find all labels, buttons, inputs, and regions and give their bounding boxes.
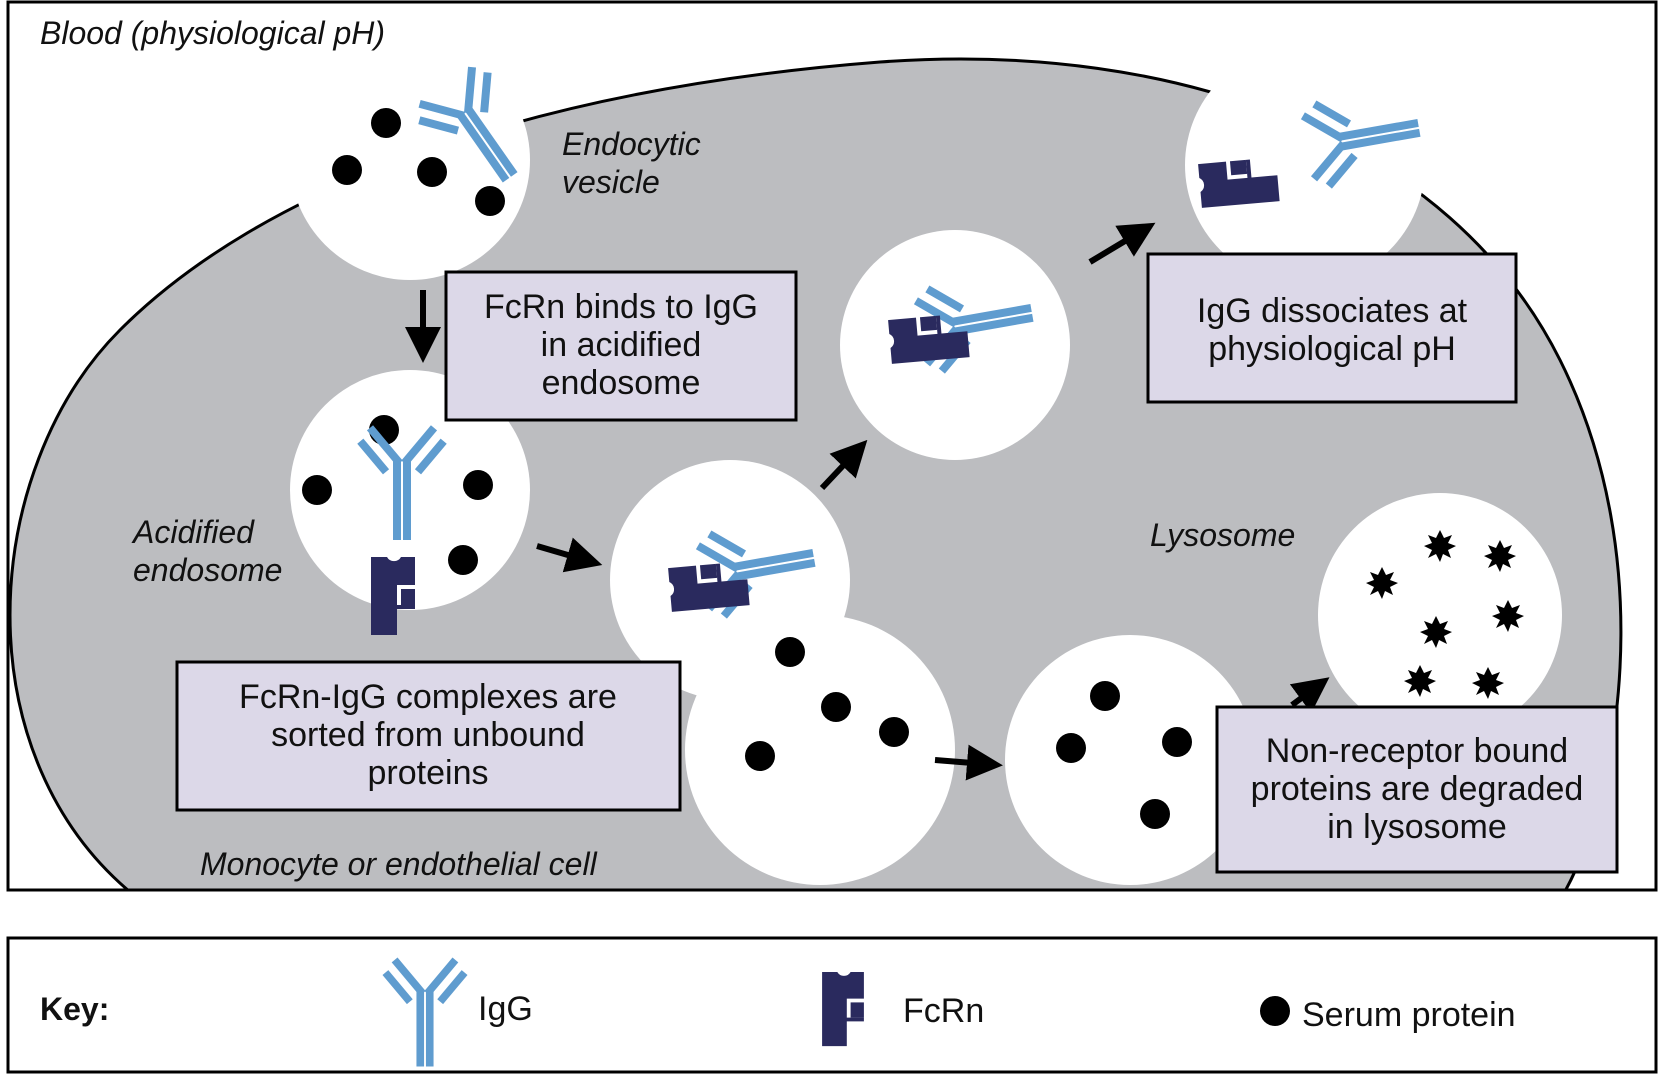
key-title: Key: bbox=[40, 991, 109, 1027]
arrows bbox=[405, 222, 1330, 781]
sorting-vesicle-unbound bbox=[685, 615, 955, 885]
svg-text:FcRn-IgG complexes are: FcRn-IgG complexes are bbox=[239, 678, 617, 716]
acidified-endosome-label-1: Acidified bbox=[131, 514, 255, 550]
svg-text:physiological pH: physiological pH bbox=[1208, 330, 1456, 368]
svg-text:in acidified: in acidified bbox=[541, 326, 702, 364]
transport-vesicle bbox=[1005, 635, 1255, 885]
svg-text:in lysosome: in lysosome bbox=[1327, 808, 1507, 846]
svg-text:endosome: endosome bbox=[542, 364, 701, 402]
degraded-proteins bbox=[1366, 530, 1524, 699]
key-legend: Key: IgG FcRn Serum protein bbox=[6, 936, 1658, 1074]
svg-text:FcRn binds to IgG: FcRn binds to IgG bbox=[484, 288, 758, 326]
step-box-degradation: Non-receptor bound proteins are degraded… bbox=[1215, 705, 1619, 874]
step-box-sorting: FcRn-IgG complexes are sorted from unbou… bbox=[175, 660, 682, 812]
diagram-frame bbox=[6, 0, 1658, 892]
endocytic-vesicle-label-2: vesicle bbox=[562, 164, 660, 200]
blood-label: Blood (physiological pH) bbox=[40, 15, 385, 51]
serum-protein-icon bbox=[1260, 996, 1290, 1026]
svg-text:Non-receptor bound: Non-receptor bound bbox=[1266, 732, 1568, 770]
lysosome-label: Lysosome bbox=[1150, 517, 1295, 553]
key-label-serum-protein: Serum protein bbox=[1302, 996, 1516, 1034]
lysosome bbox=[1318, 493, 1562, 737]
exocytic-vesicle bbox=[1185, 45, 1425, 285]
step-box-binding: FcRn binds to IgG in acidified endosome bbox=[444, 270, 798, 422]
key-label-igg: IgG bbox=[478, 990, 533, 1028]
cell-label: Monocyte or endothelial cell bbox=[200, 846, 598, 882]
step-box-dissociation: IgG dissociates at physiological pH bbox=[1146, 252, 1518, 404]
key-label-fcrn: FcRn bbox=[903, 992, 984, 1030]
svg-text:IgG dissociates at: IgG dissociates at bbox=[1197, 292, 1468, 330]
acidified-endosome-label-2: endosome bbox=[133, 552, 282, 588]
svg-text:proteins are degraded: proteins are degraded bbox=[1251, 770, 1584, 808]
endocytic-vesicle-label-1: Endocytic bbox=[562, 126, 701, 162]
svg-text:sorted from unbound: sorted from unbound bbox=[271, 716, 585, 754]
svg-text:proteins: proteins bbox=[368, 754, 489, 792]
